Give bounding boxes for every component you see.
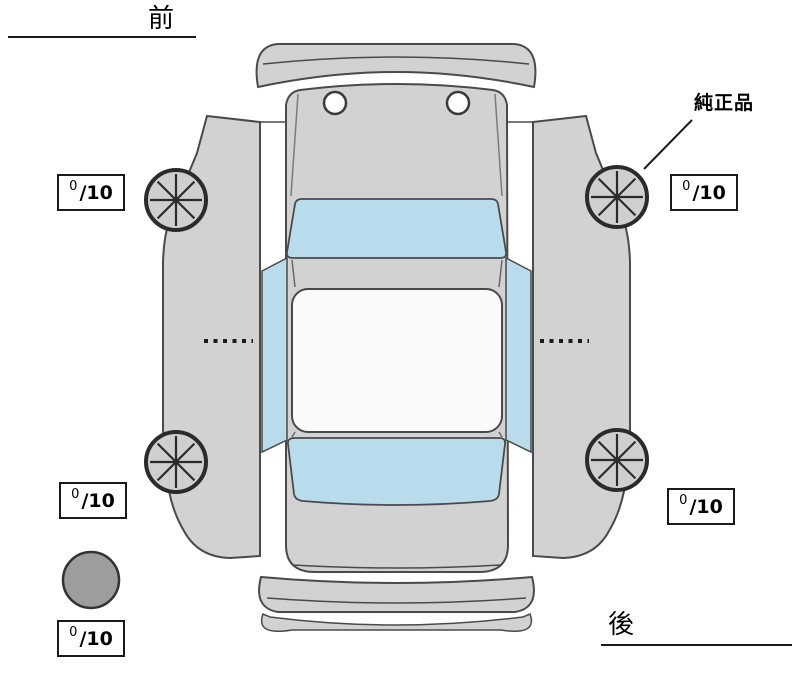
a-pillar-right <box>498 259 503 288</box>
tire-score-denominator: /10 <box>79 627 113 650</box>
wheel-spokes <box>150 436 202 488</box>
wheel-spokes <box>591 171 643 223</box>
tire-score-front-left: 0 /10 <box>57 174 125 211</box>
a-pillar-left <box>291 259 296 288</box>
front-bumper-seam <box>262 56 530 65</box>
front-bumper <box>255 43 537 89</box>
tire-score-value: 0 <box>679 493 688 508</box>
c-pillar-right <box>498 431 503 438</box>
wheel-front-left-icon <box>144 168 208 232</box>
tire-score-rear-left: 0 /10 <box>59 482 127 519</box>
wheel-spokes <box>591 434 643 486</box>
spare-tire-icon <box>61 550 121 610</box>
front-label: 前 <box>148 4 175 34</box>
hood-seam-left <box>290 93 299 197</box>
tire-score-value: 0 <box>682 179 691 194</box>
rear-bumper <box>258 575 535 613</box>
c-pillar-left <box>291 431 296 438</box>
tire-score-denominator: /10 <box>81 489 115 512</box>
hood-seam-right <box>494 93 503 197</box>
tire-score-front-right: 0 /10 <box>670 174 738 211</box>
tire-score-denominator: /10 <box>79 181 113 204</box>
wheel-spokes <box>150 174 202 226</box>
tire-score-value: 0 <box>69 625 78 640</box>
tire-score-value: 0 <box>69 179 78 194</box>
wheel-front-right-icon <box>585 165 649 229</box>
tire-score-spare: 0 /10 <box>57 620 125 657</box>
hood-circle-left <box>322 90 348 116</box>
windshield <box>285 198 508 259</box>
trunk-seam <box>292 564 502 569</box>
tire-score-rear-right: 0 /10 <box>667 488 735 525</box>
tire-score-value: 0 <box>71 487 80 502</box>
tire-score-denominator: /10 <box>689 495 723 518</box>
left-side-window <box>261 256 288 454</box>
right-side-window <box>505 256 532 454</box>
rear-label: 後 <box>608 610 635 640</box>
tire-score-denominator: /10 <box>692 181 726 204</box>
rear-window <box>286 437 507 506</box>
genuine-part-label: 純正品 <box>694 92 755 114</box>
wheel-rear-left-icon <box>144 430 208 494</box>
hood-circle-right <box>445 90 471 116</box>
wheel-rear-right-icon <box>585 428 649 492</box>
genuine-part-pointer-line <box>643 119 693 170</box>
rear-bumper-lip <box>260 612 533 632</box>
roof-panel <box>291 288 503 433</box>
rear-bumper-seam <box>266 597 527 604</box>
